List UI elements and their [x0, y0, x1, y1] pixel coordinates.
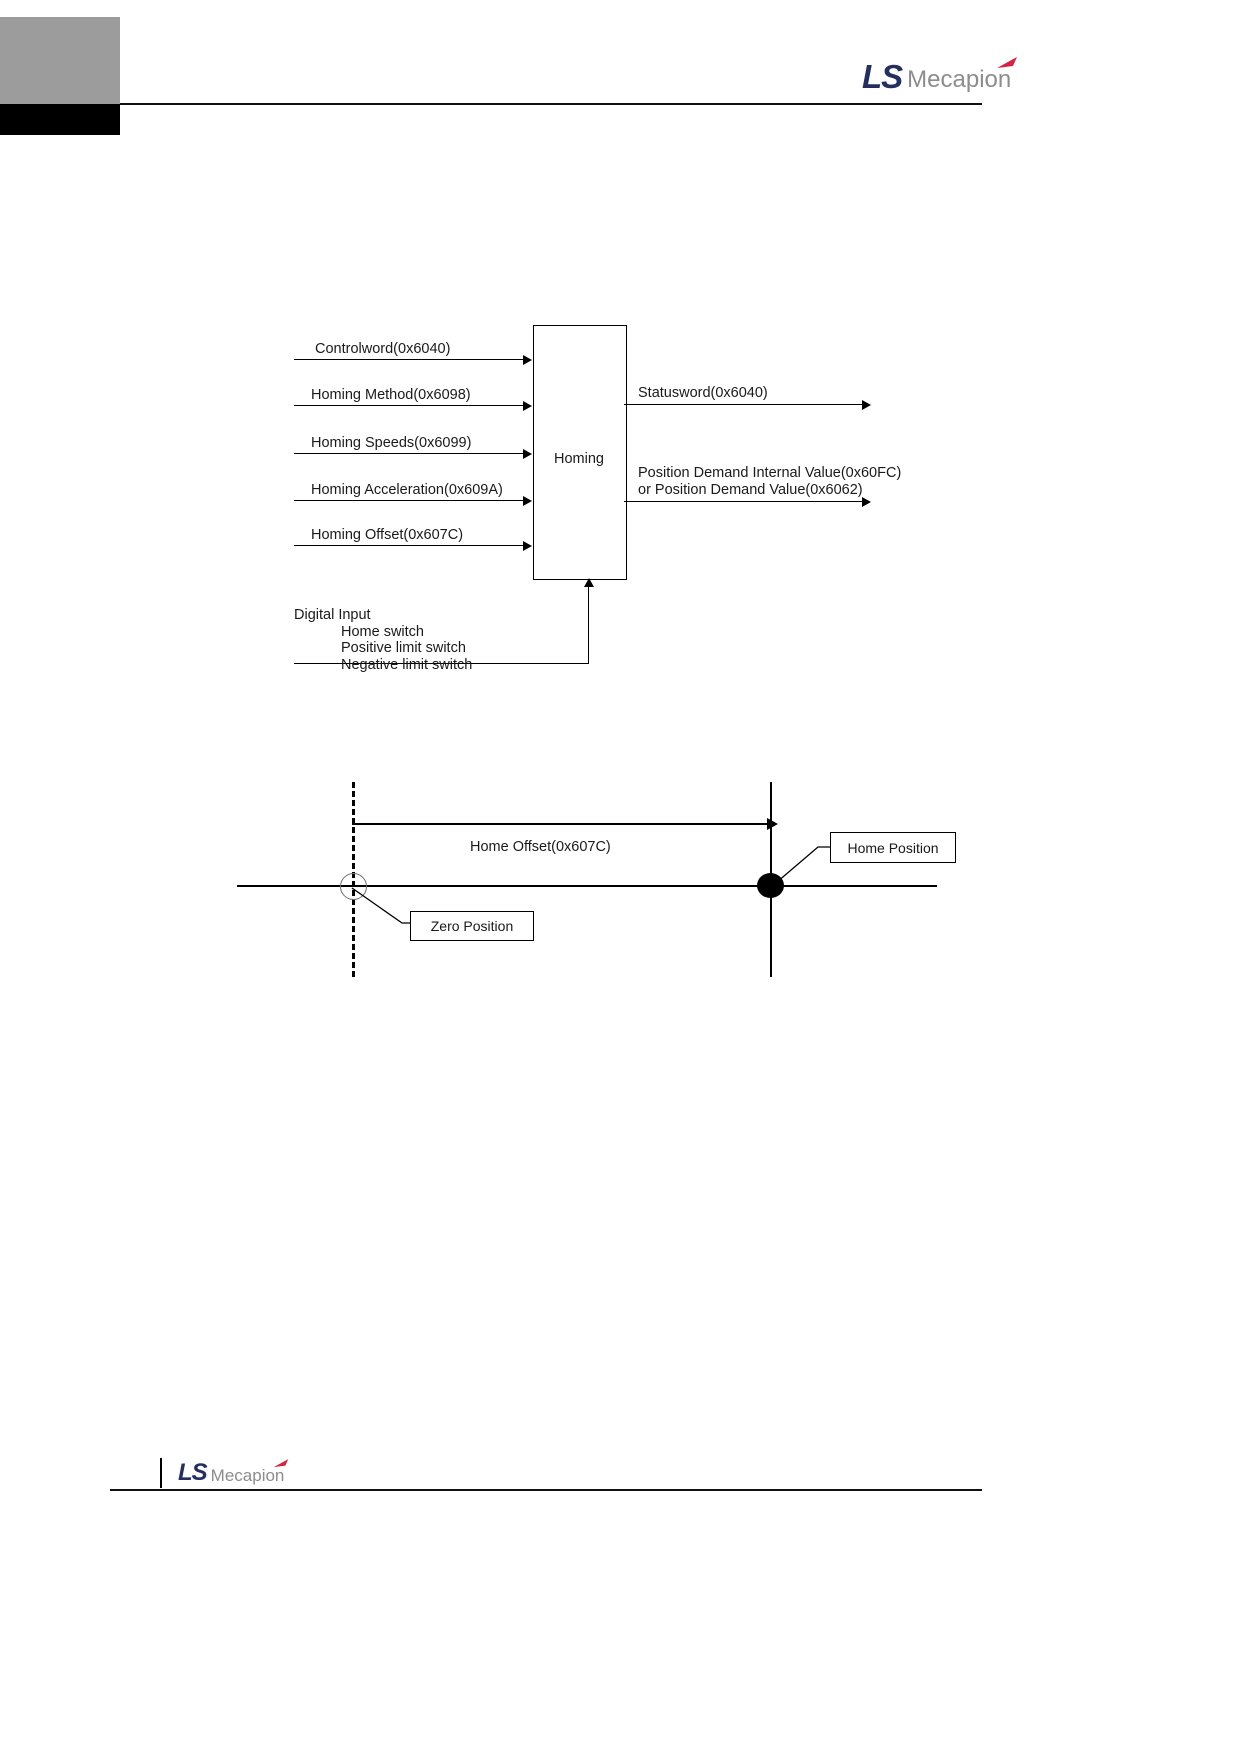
output-line-statusword — [624, 404, 864, 406]
input-label-homing-offset: Homing Offset(0x607C) — [311, 527, 464, 543]
logo-ls-mark: LS — [862, 58, 903, 95]
output-line-position-demand — [624, 501, 864, 503]
input-line-homing-speeds — [294, 453, 524, 455]
output-arrow-position-demand — [862, 497, 871, 507]
home-position-callout-label: Home Position — [847, 839, 939, 856]
zero-position-marker — [340, 873, 367, 900]
logo-mecapion-word: Mecapion — [907, 66, 1012, 93]
footer-divider — [110, 1489, 982, 1491]
ls-mecapion-logo-header: LS Mecapion — [862, 57, 1018, 95]
header-divider — [120, 103, 982, 105]
homing-function-box — [533, 325, 627, 580]
homing-box-label: Homing — [554, 451, 604, 467]
input-arrow-homing-offset — [523, 541, 532, 551]
footer-logo-ls-mark: LS — [178, 1459, 208, 1486]
input-label-homing-acceleration: Homing Acceleration(0x609A) — [311, 482, 503, 498]
input-label-homing-method: Homing Method(0x6098) — [311, 387, 471, 403]
input-label-homing-speeds: Homing Speeds(0x6099) — [311, 435, 472, 451]
home-offset-arrow-line — [352, 823, 770, 826]
header-gray-block — [0, 17, 120, 104]
home-position-marker — [757, 873, 784, 898]
position-axis-line — [237, 885, 937, 888]
digital-input-item-negative-limit-switch: Negative limit switch — [341, 656, 473, 673]
home-offset-diagram: Home Offset(0x607C) Zero Position Home P… — [230, 775, 956, 985]
zero-position-callout-label: Zero Position — [430, 918, 514, 934]
input-arrow-homing-acceleration — [523, 496, 532, 506]
header-black-block — [0, 104, 120, 135]
digital-input-arrow — [584, 578, 594, 587]
input-arrow-homing-speeds — [523, 449, 532, 459]
callout-leader-lines — [351, 846, 830, 924]
footer-tick — [160, 1458, 162, 1488]
output-label-statusword: Statusword(0x6040) — [638, 385, 768, 401]
ls-mecapion-logo-footer: LS Mecapion — [178, 1459, 289, 1486]
home-offset-label: Home Offset(0x607C) — [470, 839, 611, 855]
digital-input-title: Digital Input — [294, 607, 371, 623]
footer-logo-mecapion-word: Mecapion — [210, 1466, 285, 1485]
homing-block-diagram: Homing Controlword(0x6040) Homing Method… — [280, 315, 902, 695]
logo-swoosh-icon — [997, 57, 1018, 68]
digital-input-group: Digital Input Home switch Positive limit… — [294, 607, 472, 673]
input-line-homing-method — [294, 405, 524, 407]
zero-position-callout: Zero Position — [410, 911, 534, 941]
footer-logo-swoosh-icon — [274, 1459, 289, 1468]
input-arrow-homing-method — [523, 401, 532, 411]
digital-input-item-positive-limit-switch: Positive limit switch — [341, 640, 466, 656]
output-label-position-demand-internal: Position Demand Internal Value(0x60FC) — [638, 465, 902, 481]
output-arrow-statusword — [862, 400, 871, 410]
input-arrow-controlword — [523, 355, 532, 365]
output-label-position-demand: or Position Demand Value(0x6062) — [638, 482, 863, 498]
input-line-homing-offset — [294, 545, 524, 547]
digital-input-item-home-switch: Home switch — [341, 623, 424, 640]
home-position-callout: Home Position — [830, 832, 956, 863]
home-offset-arrow-head — [767, 818, 778, 830]
digital-input-line-horizontal — [294, 663, 589, 665]
input-line-controlword — [294, 359, 524, 361]
digital-input-line-vertical — [588, 587, 590, 664]
input-label-controlword: Controlword(0x6040) — [315, 341, 451, 357]
input-line-homing-acceleration — [294, 500, 524, 502]
